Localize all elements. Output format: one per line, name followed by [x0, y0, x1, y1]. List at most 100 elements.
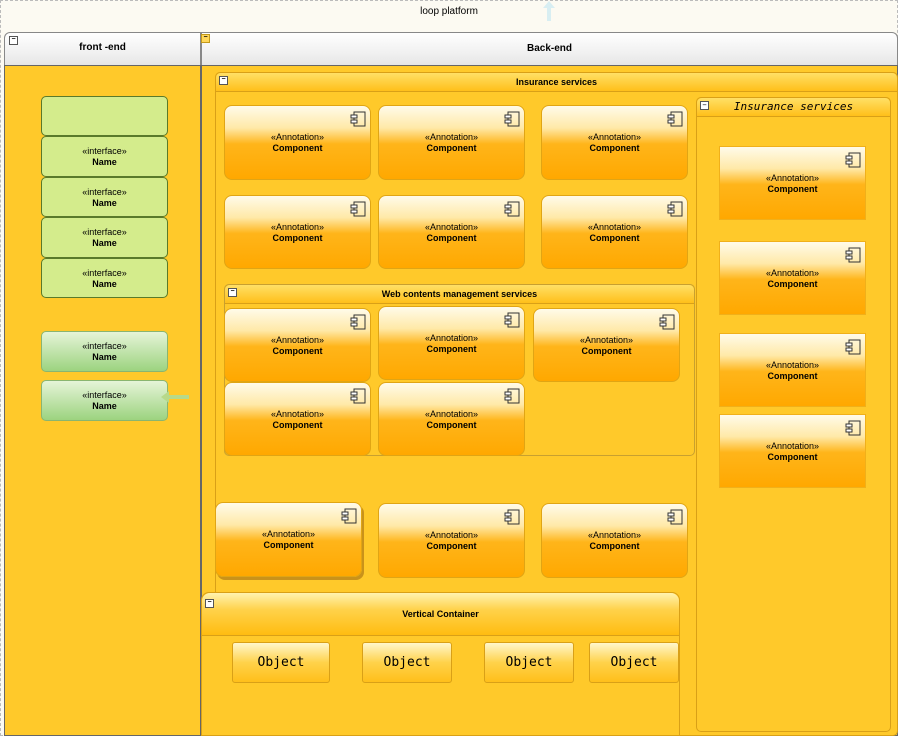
- uml-component-icon: [667, 201, 683, 217]
- component-stereotype: «Annotation»: [765, 360, 820, 370]
- web-contents-header[interactable]: − Web contents management services: [225, 285, 694, 304]
- component-box[interactable]: «Annotation»Component: [719, 146, 866, 220]
- insurance-services-side-header[interactable]: − Insurance services: [697, 98, 890, 117]
- component-name: Component: [767, 184, 818, 194]
- interface-name: Name: [92, 198, 117, 208]
- component-name: Component: [767, 371, 818, 381]
- component-stereotype: «Annotation»: [765, 441, 820, 451]
- uml-component-icon: [504, 312, 520, 328]
- component-name: Component: [272, 143, 323, 153]
- object-box[interactable]: Object: [484, 642, 574, 683]
- uml-component-icon: [350, 388, 366, 404]
- component-box[interactable]: «Annotation»Component: [378, 195, 525, 269]
- interface-name: Name: [92, 401, 117, 411]
- collapse-icon[interactable]: −: [9, 36, 18, 45]
- component-box[interactable]: «Annotation»Component: [541, 195, 688, 269]
- component-box[interactable]: «Annotation»Component: [378, 105, 525, 180]
- component-box[interactable]: «Annotation»Component: [378, 306, 525, 380]
- component-stereotype: «Annotation»: [270, 132, 325, 142]
- uml-component-icon: [504, 201, 520, 217]
- uml-component-icon: [504, 111, 520, 127]
- component-name: Component: [263, 540, 314, 550]
- component-name: Component: [589, 541, 640, 551]
- component-stereotype: «Annotation»: [424, 530, 479, 540]
- uml-component-icon: [659, 314, 675, 330]
- insurance-services-header[interactable]: − Insurance services: [216, 73, 897, 92]
- collapse-icon[interactable]: −: [205, 599, 214, 608]
- component-box[interactable]: «Annotation»Component: [719, 333, 866, 407]
- insurance-services-title: Insurance services: [515, 77, 598, 87]
- component-stereotype: «Annotation»: [270, 222, 325, 232]
- interface-name: Name: [92, 352, 117, 362]
- interface-box[interactable]: «interface» Name: [41, 380, 168, 421]
- interface-box[interactable]: «interface» Name: [41, 136, 168, 177]
- platform-title: loop platform: [420, 6, 478, 17]
- interface-box[interactable]: «interface» Name: [41, 331, 168, 372]
- collapse-icon[interactable]: −: [219, 76, 228, 85]
- component-stereotype: «Annotation»: [424, 409, 479, 419]
- component-name: Component: [767, 452, 818, 462]
- interface-box[interactable]: «interface» Name: [41, 217, 168, 258]
- object-box[interactable]: Object: [362, 642, 452, 683]
- component-name: Component: [272, 420, 323, 430]
- uml-component-icon: [504, 388, 520, 404]
- component-name: Component: [581, 346, 632, 356]
- arrow-left-icon: [161, 391, 189, 403]
- collapse-icon[interactable]: −: [201, 34, 210, 43]
- uml-component-icon: [350, 111, 366, 127]
- interface-stereotype: «interface»: [82, 187, 127, 197]
- frontend-lane-title: front -end: [79, 42, 126, 53]
- interface-stereotype: «interface»: [82, 390, 127, 400]
- component-box[interactable]: «Annotation»Component: [541, 503, 688, 578]
- vertical-container-title: Vertical Container: [402, 609, 479, 619]
- collapse-icon[interactable]: −: [700, 101, 709, 110]
- interface-name: Name: [92, 279, 117, 289]
- component-name: Component: [767, 279, 818, 289]
- interface-box[interactable]: «interface» Name: [41, 258, 168, 298]
- component-stereotype: «Annotation»: [579, 335, 634, 345]
- component-stereotype: «Annotation»: [424, 222, 479, 232]
- component-box[interactable]: «Annotation»Component: [224, 195, 371, 269]
- component-stereotype: «Annotation»: [424, 333, 479, 343]
- component-name: Component: [426, 344, 477, 354]
- component-name: Component: [426, 420, 477, 430]
- uml-component-icon: [845, 152, 861, 168]
- vertical-container-header[interactable]: − Vertical Container: [202, 593, 679, 636]
- component-stereotype: «Annotation»: [270, 409, 325, 419]
- backend-lane-header[interactable]: − Back-end: [201, 32, 898, 66]
- component-name: Component: [272, 346, 323, 356]
- uml-component-icon: [667, 111, 683, 127]
- interface-stereotype: «interface»: [82, 227, 127, 237]
- insurance-services-side-title: Insurance services: [733, 100, 854, 113]
- interface-name: Name: [92, 157, 117, 167]
- frontend-lane-header[interactable]: − front -end: [4, 32, 201, 66]
- component-name: Component: [272, 233, 323, 243]
- component-name: Component: [426, 143, 477, 153]
- uml-component-icon: [667, 509, 683, 525]
- component-box[interactable]: «Annotation»Component: [224, 105, 371, 180]
- component-box[interactable]: «Annotation»Component: [719, 414, 866, 488]
- component-box[interactable]: «Annotation»Component: [224, 308, 371, 382]
- component-box[interactable]: «Annotation»Component: [719, 241, 866, 315]
- component-box[interactable]: «Annotation»Component: [533, 308, 680, 382]
- collapse-icon[interactable]: −: [228, 288, 237, 297]
- interface-stereotype: «interface»: [82, 268, 127, 278]
- object-box[interactable]: Object: [589, 642, 679, 683]
- blank-interface-box[interactable]: [41, 96, 168, 136]
- uml-component-icon: [504, 509, 520, 525]
- component-box[interactable]: «Annotation»Component: [541, 105, 688, 180]
- component-box[interactable]: «Annotation»Component: [378, 382, 525, 456]
- object-box[interactable]: Object: [232, 642, 330, 683]
- component-box[interactable]: «Annotation»Component: [215, 502, 362, 577]
- component-stereotype: «Annotation»: [587, 222, 642, 232]
- uml-component-icon: [350, 201, 366, 217]
- uml-component-icon: [350, 314, 366, 330]
- component-name: Component: [426, 541, 477, 551]
- component-stereotype: «Annotation»: [765, 173, 820, 183]
- component-box[interactable]: «Annotation»Component: [224, 382, 371, 456]
- component-box[interactable]: «Annotation»Component: [378, 503, 525, 578]
- component-stereotype: «Annotation»: [587, 132, 642, 142]
- uml-component-icon: [341, 508, 357, 524]
- interface-box[interactable]: «interface» Name: [41, 177, 168, 217]
- component-stereotype: «Annotation»: [765, 268, 820, 278]
